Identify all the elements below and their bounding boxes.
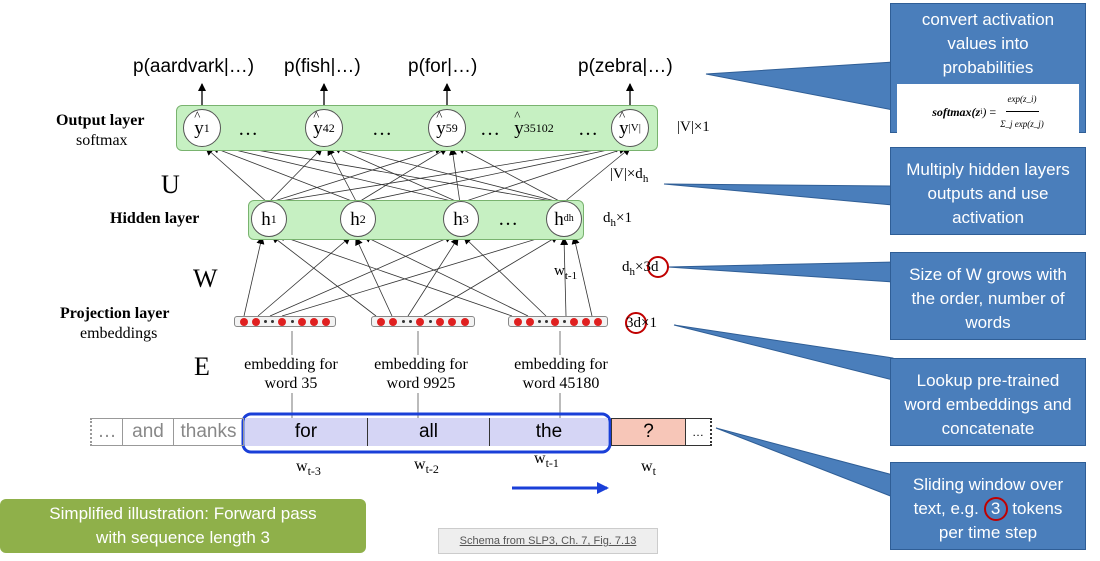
callout-softmax: convert activation values into probabili…	[890, 3, 1086, 139]
projection-dim-label: 3d×1	[626, 315, 657, 331]
embedding-vector-2	[371, 316, 475, 327]
output-ellipsis-4: …	[578, 118, 598, 140]
proj-3d-highlight	[625, 312, 647, 334]
position-label-t-3: wt-3	[296, 458, 321, 479]
token-the: the	[490, 418, 608, 446]
source-note[interactable]: Schema from SLP3, Ch. 7, Fig. 7.13	[438, 528, 658, 554]
w-dim-label: dh×3d	[622, 259, 659, 278]
hidden-dim-label: dh×1	[603, 210, 632, 229]
output-node-y59: y^59	[428, 109, 466, 147]
token-thanks: thanks	[174, 418, 244, 446]
output-arrows	[198, 83, 634, 109]
callout-pointers	[663, 61, 894, 498]
token-target: ?	[611, 418, 686, 446]
output-prob-for: p(for|…)	[408, 56, 478, 77]
w-t-minus-1-label: wt-1	[554, 263, 578, 282]
projection-layer-title: Projection layer	[60, 305, 170, 322]
output-ellipsis-1: …	[238, 118, 258, 140]
output-layer-subtitle: softmax	[76, 132, 128, 149]
output-prob-aardvark: p(aardvark|…)	[133, 56, 255, 77]
matrix-w-label: W	[193, 264, 218, 293]
output-prob-fish: p(fish|…)	[284, 56, 361, 77]
matrix-u-label: U	[161, 170, 180, 199]
caption-box: Simplified illustration: Forward pass wi…	[0, 499, 366, 553]
circled-3: 3	[983, 497, 1008, 521]
output-node-y42: y^42	[305, 109, 343, 147]
output-node-yV: y^|V|	[611, 109, 649, 147]
token-prefix-ellipsis: …	[90, 418, 122, 446]
hidden-to-output-lines	[205, 140, 631, 204]
projection-to-hidden-lines	[243, 232, 593, 317]
position-label-t: wt	[641, 458, 656, 479]
output-layer-box	[176, 105, 658, 151]
output-ellipsis-3: …	[480, 118, 500, 140]
output-ellipsis-2: …	[372, 118, 392, 140]
projection-layer-subtitle: embeddings	[80, 325, 158, 342]
embedding-vector-3	[508, 316, 608, 327]
token-for: for	[245, 418, 368, 446]
token-suffix-ellipsis: …	[686, 418, 712, 446]
output-layer-title: Output layer	[56, 112, 145, 129]
callout-embedding-lookup: Lookup pre-trained word embeddings and c…	[890, 358, 1086, 446]
callout-hidden-multiply: Multiply hidden layers outputs and use a…	[890, 147, 1086, 235]
token-all: all	[368, 418, 490, 446]
hidden-ellipsis: …	[498, 208, 518, 230]
hidden-layer-box	[248, 200, 584, 240]
position-label-t-1: wt-1	[534, 450, 559, 471]
w-3d-highlight	[647, 256, 669, 278]
matrix-e-label: E	[194, 352, 210, 381]
embedding-vector-1	[234, 316, 336, 327]
callout-w-size: Size of W grows with the order, number o…	[890, 252, 1086, 340]
output-prob-zebra: p(zebra|…)	[578, 56, 673, 77]
output-node-y1: y^1	[183, 109, 221, 147]
output-dim-label: |V|×1	[677, 119, 710, 135]
output-node-y35102: y^35102	[514, 107, 554, 139]
callout-sliding-window: Sliding window over text, e.g. 3 tokens …	[890, 462, 1086, 550]
token-and: and	[122, 418, 174, 446]
u-dim-label: |V|×dh	[610, 166, 649, 185]
hidden-layer-title: Hidden layer	[110, 210, 200, 227]
position-label-t-2: wt-2	[414, 456, 439, 477]
